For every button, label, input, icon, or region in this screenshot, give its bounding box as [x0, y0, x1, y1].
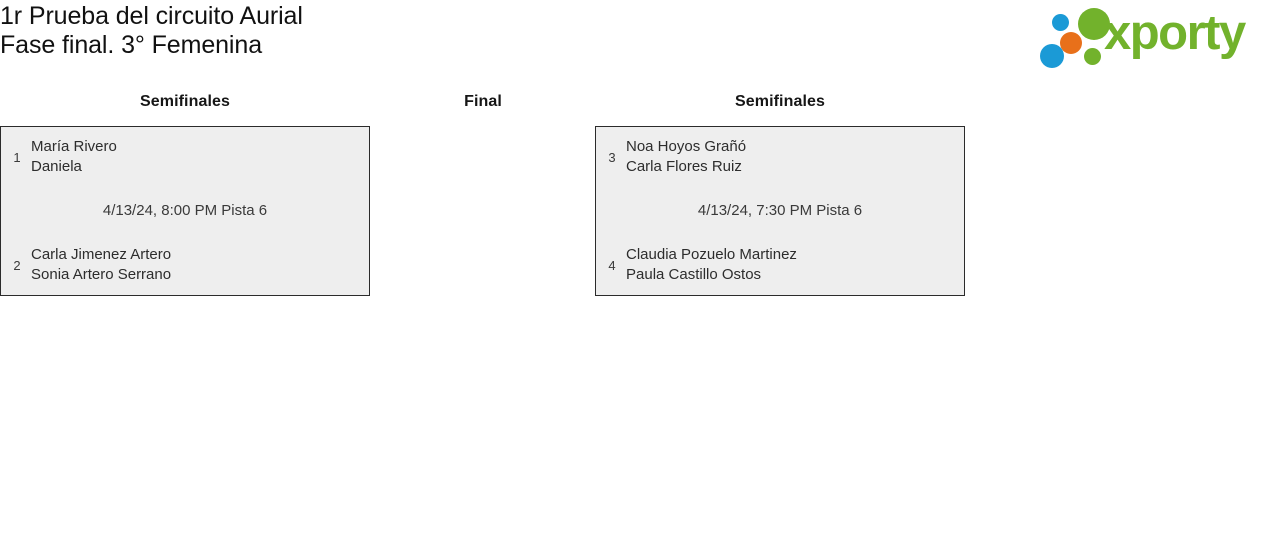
page-title-line-1: 1r Prueba del circuito Aurial: [0, 2, 303, 30]
team-players: Noa Hoyos Grañó Carla Flores Ruiz: [620, 137, 746, 177]
match-team-top[interactable]: 1 María Rivero Daniela: [9, 137, 361, 177]
match-team-bottom[interactable]: 4 Claudia Pozuelo Martinez Paula Castill…: [604, 245, 956, 285]
team-players: María Rivero Daniela: [25, 137, 117, 177]
match-datetime-court: 4/13/24, 8:00 PM Pista 6: [102, 202, 268, 219]
page-title: 1r Prueba del circuito Aurial Fase final…: [0, 2, 700, 60]
team-seed: 4: [608, 257, 616, 273]
logo-dot-orange-icon: [1060, 32, 1082, 54]
logo-dot-blue-large-icon: [1040, 44, 1064, 68]
page-header: 1r Prueba del circuito Aurial Fase final…: [0, 0, 1280, 70]
team-players: Claudia Pozuelo Martinez Paula Castillo …: [620, 245, 797, 285]
player-name: María Rivero: [31, 138, 117, 155]
player-name: Sonia Artero Serrano: [31, 266, 172, 283]
player-name: Daniela: [31, 158, 82, 175]
round-semifinales-left: Semifinales 1 María Rivero Daniela 4/13/…: [0, 92, 370, 296]
logo-dots-icon: [1040, 6, 1112, 68]
round-title-semifinales-right: Semifinales: [734, 93, 826, 110]
player-name: Claudia Pozuelo Martinez: [626, 246, 797, 263]
logo-wordmark: xporty: [1104, 6, 1246, 60]
round-final: Final: [398, 92, 568, 296]
round-title-final: Final: [464, 93, 502, 110]
page-title-line-2: Fase final. 3° Femenina: [0, 31, 262, 59]
player-name: Carla Jimenez Artero: [31, 246, 172, 263]
match-team-top[interactable]: 3 Noa Hoyos Grañó Carla Flores Ruiz: [604, 137, 956, 177]
player-name: Paula Castillo Ostos: [626, 266, 762, 283]
match-card-final-empty: [398, 126, 568, 296]
xporty-logo[interactable]: xporty: [1040, 2, 1272, 68]
match-card-semifinal-2[interactable]: 3 Noa Hoyos Grañó Carla Flores Ruiz 4/13…: [595, 126, 965, 296]
player-name: Noa Hoyos Grañó: [626, 138, 747, 155]
team-seed: 1: [13, 149, 21, 165]
team-seed: 3: [608, 149, 616, 165]
match-datetime-court: 4/13/24, 7:30 PM Pista 6: [697, 202, 863, 219]
match-card-semifinal-1[interactable]: 1 María Rivero Daniela 4/13/24, 8:00 PM …: [0, 126, 370, 296]
player-name: Carla Flores Ruiz: [626, 158, 742, 175]
logo-dot-green-large-icon: [1078, 8, 1110, 40]
logo-dot-blue-small-icon: [1052, 14, 1069, 31]
match-team-bottom[interactable]: 2 Carla Jimenez Artero Sonia Artero Serr…: [9, 245, 361, 285]
team-seed: 2: [13, 257, 21, 273]
team-players: Carla Jimenez Artero Sonia Artero Serran…: [25, 245, 171, 285]
logo-dot-green-small-icon: [1084, 48, 1101, 65]
round-semifinales-right: Semifinales 3 Noa Hoyos Grañó Carla Flor…: [595, 92, 965, 296]
round-title-semifinales-left: Semifinales: [139, 93, 231, 110]
